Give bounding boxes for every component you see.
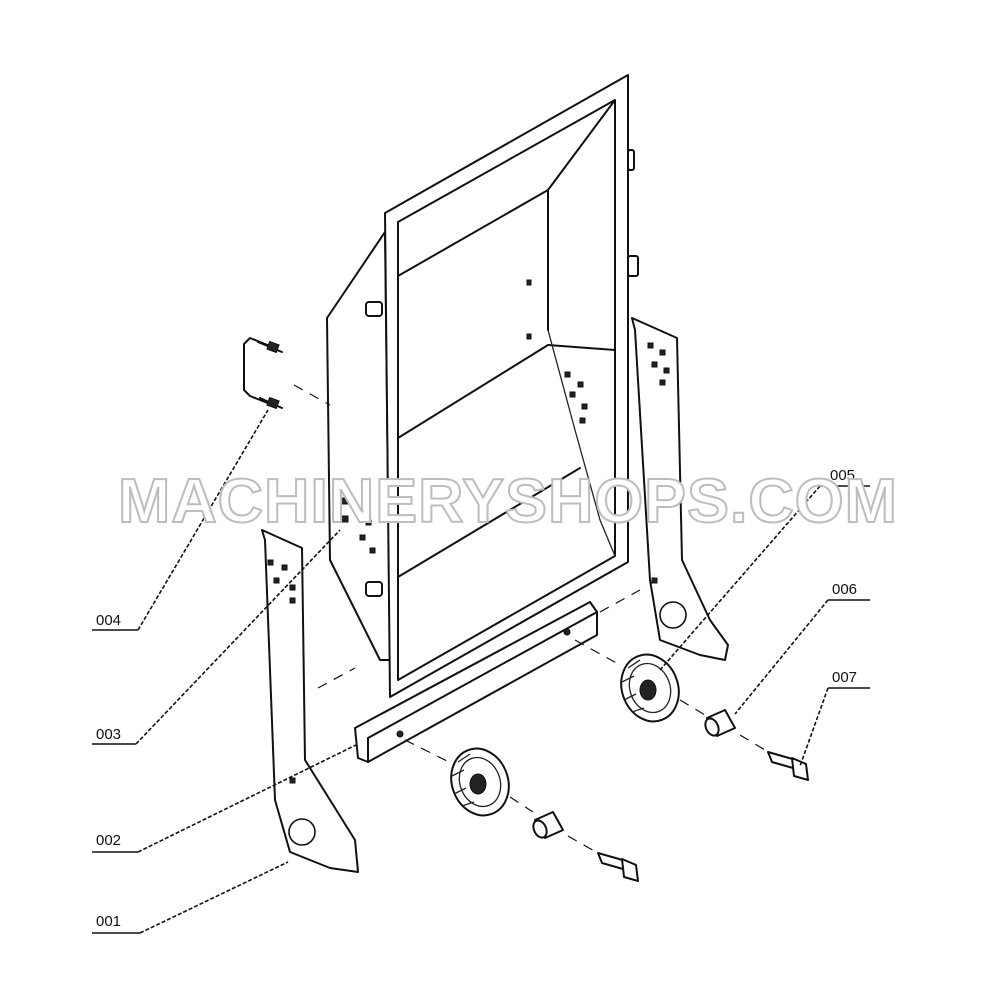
callout-001: 001: [92, 861, 289, 934]
callout-007: 007: [799, 669, 870, 767]
axle-channel: [354, 601, 598, 763]
left-leg-bracket: [261, 529, 359, 873]
callout-005: 005: [659, 467, 870, 671]
assembly-centerlines: [293, 384, 766, 853]
watermark-text: MACHINERYSHOPS.COM: [118, 467, 898, 536]
hopper-frame: [326, 74, 639, 698]
u-handle: [243, 337, 283, 410]
callout-label-007: 007: [832, 669, 857, 686]
bushing-left: [532, 811, 564, 839]
callout-label-006: 006: [832, 581, 857, 598]
callout-label-003: 003: [96, 726, 121, 743]
bushing-right: [704, 709, 736, 737]
callout-003: 003: [92, 529, 341, 745]
callout-label-005: 005: [830, 467, 855, 484]
bolt-right: [767, 751, 809, 781]
bolt-left: [597, 852, 639, 882]
callout-label-004: 004: [96, 612, 121, 629]
right-leg-bracket: [631, 317, 729, 661]
callout-004: 004: [92, 409, 269, 631]
callout-label-001: 001: [96, 913, 121, 930]
callout-002: 002: [92, 744, 357, 853]
callout-label-002: 002: [96, 832, 121, 849]
pulley-right: [620, 653, 680, 723]
pulley-left: [450, 747, 510, 817]
callout-006: 006: [734, 581, 870, 715]
